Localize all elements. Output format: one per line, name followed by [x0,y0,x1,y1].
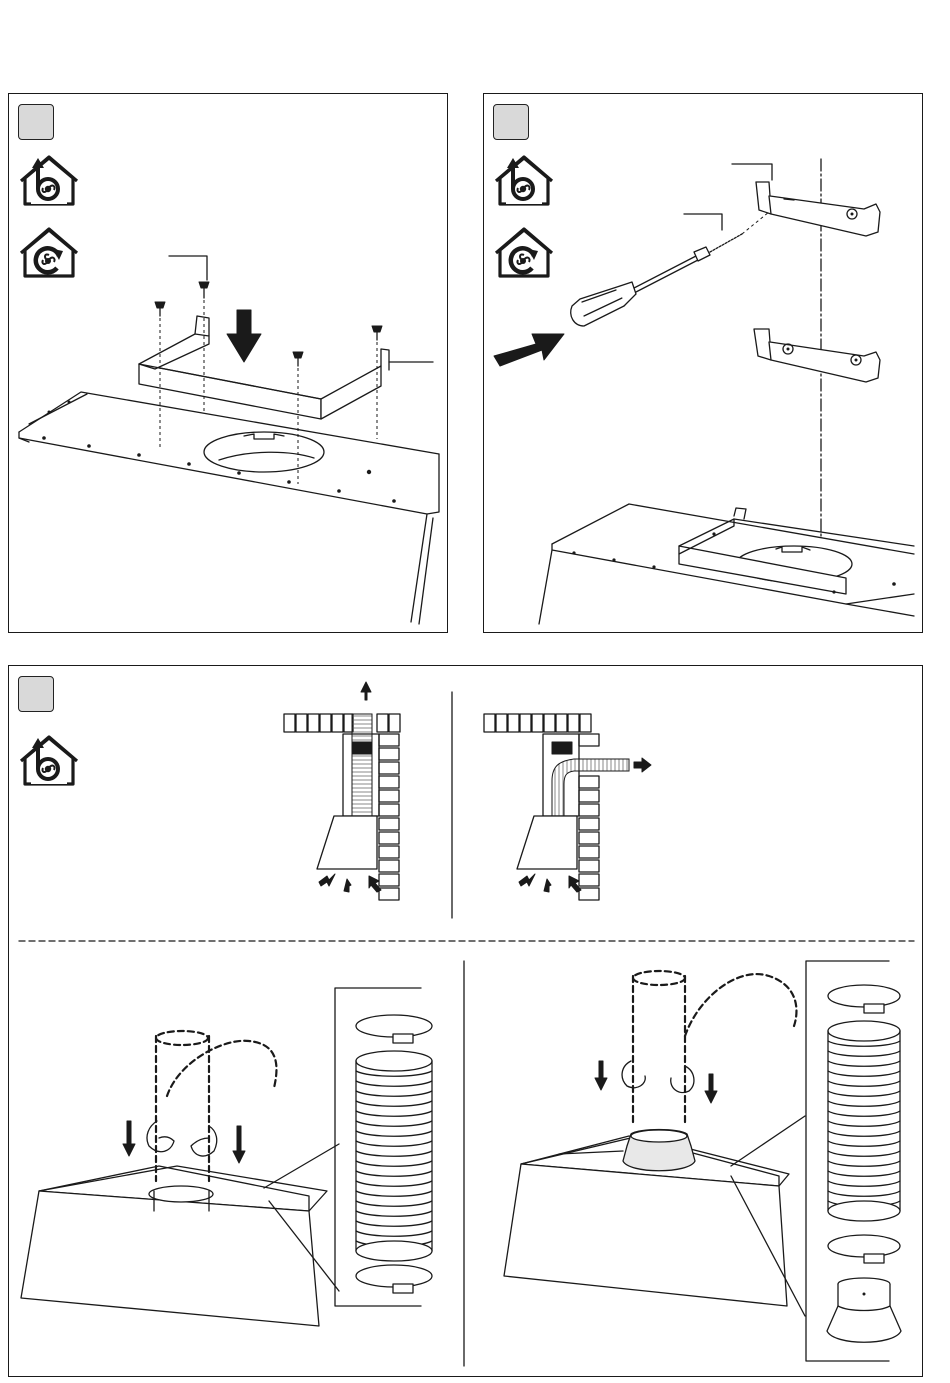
upper-wall-bracket [756,182,880,236]
wall-bracket-illustration [484,94,924,634]
ceiling-bricks-2 [484,714,591,732]
duct-parts-callout-left [335,988,432,1306]
down-arrow [227,310,261,362]
ceiling-bricks [284,714,400,732]
duct-installation-illustration [9,666,924,1378]
callout-leader-bracket [732,164,772,180]
step-1-panel [8,93,448,633]
horizontal-outlet-diagram [484,714,651,900]
hood-top-plate [19,392,439,624]
step-2-panel [483,93,923,633]
hood-with-flexible-duct [21,1031,339,1326]
wall-bricks [379,734,399,900]
screwdriver [571,212,769,326]
vertical-outlet-diagram [284,682,400,900]
push-arrow [494,334,564,366]
lower-wall-bracket [754,329,880,382]
step-3-panel [8,665,923,1377]
callout-leader-screw [684,214,722,230]
hood-with-bracket [539,504,914,624]
hood-with-adapter [504,971,805,1316]
duct-parts-callout-right [806,961,901,1361]
callout-leader-screw [169,256,207,280]
bracket-mounting-illustration [9,94,449,634]
u-bracket [139,316,389,419]
